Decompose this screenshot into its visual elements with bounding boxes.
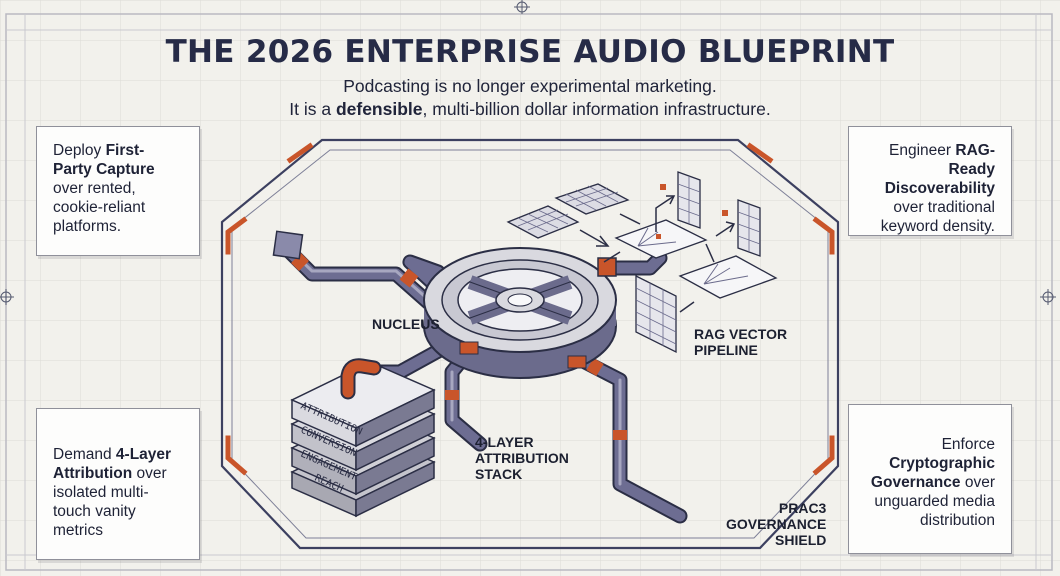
crosshair-icon [514, 0, 530, 14]
card-rag-ready-discoverability: Engineer RAG-Ready Discoverability over … [848, 126, 1012, 236]
data-grid-panel [506, 205, 580, 239]
rag-pipeline-graphic [506, 171, 778, 354]
subtitle-line-1: Podcasting is no longer experimental mar… [343, 76, 717, 96]
data-grid-panel [635, 274, 677, 354]
label-governance-shield: PRAC3 GOVERNANCE SHIELD [726, 500, 827, 548]
card-4-layer-attribution: Demand 4-Layer Attribution over isolated… [36, 408, 200, 560]
label-nucleus: NUCLEUS [372, 316, 440, 332]
crosshair-icon [0, 289, 14, 305]
card-cryptographic-governance: Enforce Cryptographic Governance over un… [848, 404, 1012, 554]
pipe-end-connector [272, 230, 304, 260]
label-rag-vector-pipeline: RAG VECTOR PIPELINE [694, 326, 788, 358]
crosshair-icon [1040, 289, 1056, 305]
subtitle-line-2: It is a defensible, multi-billion dollar… [289, 99, 771, 119]
octagon-frame [220, 138, 840, 550]
card-first-party-capture: Deploy First-Party Capture over rented, … [36, 126, 200, 256]
page-title: THE 2026 ENTERPRISE AUDIO BLUEPRINT [165, 34, 895, 70]
label-attribution-stack: 4-LAYER ATTRIBUTION STACK [475, 434, 569, 482]
data-grid-panel [554, 183, 630, 215]
data-grid-panel [737, 199, 761, 257]
corner-brackets [225, 142, 835, 476]
data-grid-panel [677, 171, 701, 229]
attribution-stack-graphic [290, 361, 436, 518]
nucleus-core [423, 247, 617, 379]
subtitle-emphasis: defensible [335, 99, 423, 119]
